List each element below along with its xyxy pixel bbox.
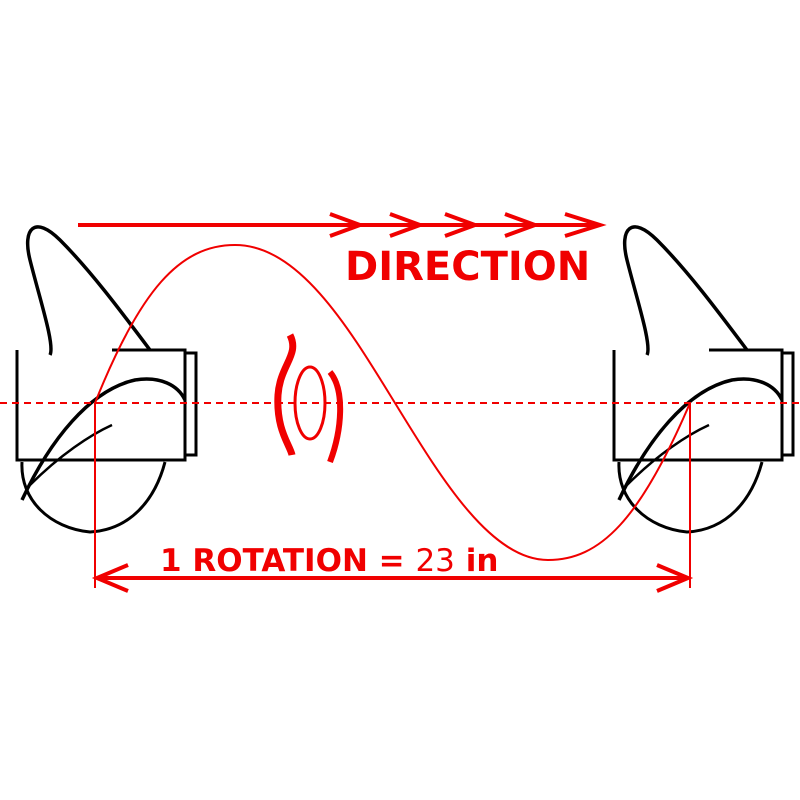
propeller-end bbox=[612, 225, 795, 534]
direction-arrow bbox=[78, 212, 607, 238]
pitch-unit: in bbox=[466, 543, 499, 579]
helix-path-curve bbox=[94, 243, 691, 562]
direction-label: DIRECTION bbox=[345, 244, 590, 290]
rotation-label-main: 1 ROTATION = bbox=[160, 543, 405, 579]
rotation-icon bbox=[274, 333, 344, 464]
rotation-label: 1 ROTATION = 23 in bbox=[160, 543, 498, 579]
pitch-value: 23 bbox=[415, 543, 454, 579]
rotation-dimension bbox=[91, 403, 694, 593]
